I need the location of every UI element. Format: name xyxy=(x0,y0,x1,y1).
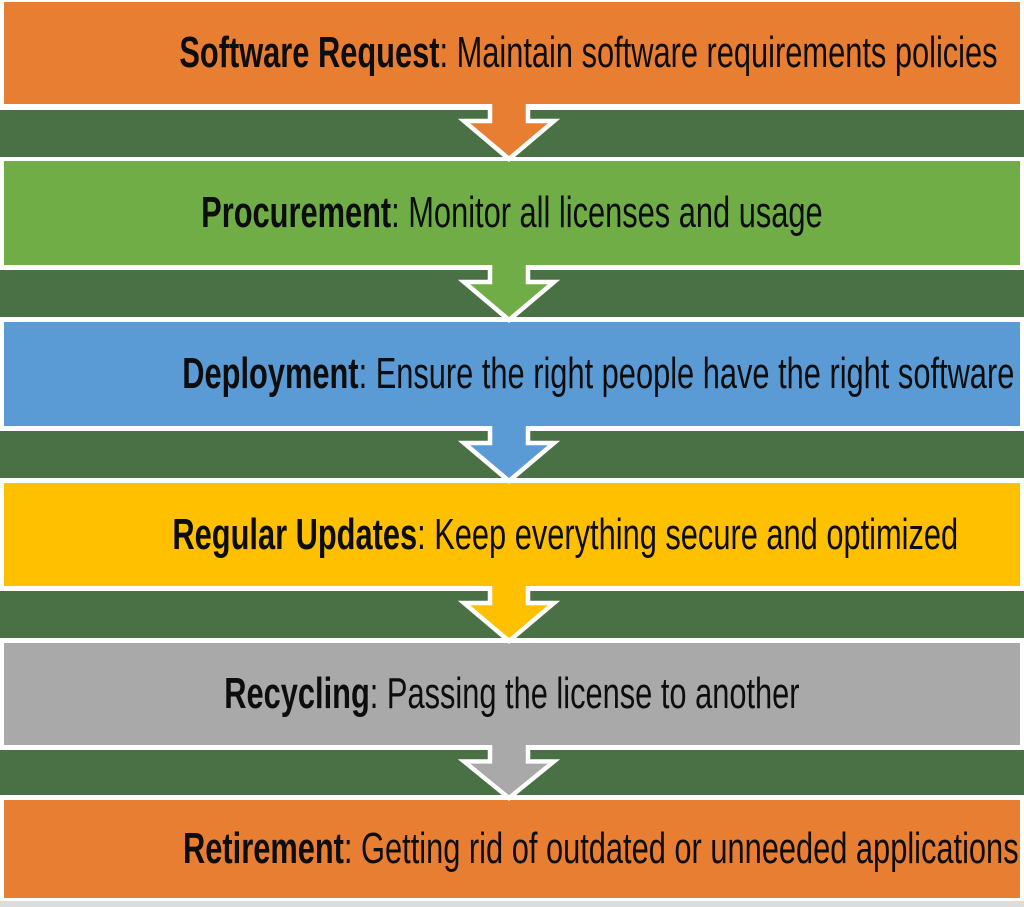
step-description: Passing the license to another xyxy=(386,669,800,718)
step-separator: : xyxy=(369,669,387,718)
step-description: Monitor all licenses and usage xyxy=(408,188,823,237)
step-description: Ensure the right people have the right s… xyxy=(375,349,1015,398)
step-separator: : xyxy=(391,188,409,237)
step-label: Recycling: Passing the license to anothe… xyxy=(4,672,1020,716)
step-bar-regular-updates: Regular Updates: Keep everything secure … xyxy=(4,483,1020,586)
step-label: Procurement: Monitor all licenses and us… xyxy=(4,191,1020,235)
down-arrow-icon-4 xyxy=(457,586,561,644)
step-description: Maintain software requirements policies xyxy=(456,28,998,77)
step-bar-deployment: Deployment: Ensure the right people have… xyxy=(4,322,1020,426)
step-term: Recycling xyxy=(224,669,370,718)
step-label: Retirement: Getting rid of outdated or u… xyxy=(4,827,1020,871)
step-term: Regular Updates xyxy=(172,509,418,559)
step-bar-retirement: Retirement: Getting rid of outdated or u… xyxy=(4,800,1020,898)
bottom-shadow-strip xyxy=(0,901,1024,907)
step-separator: : xyxy=(417,509,435,559)
down-arrow-icon-3 xyxy=(457,426,561,484)
step-label: Deployment: Ensure the right people have… xyxy=(4,352,1020,396)
step-term: Software Request xyxy=(179,28,440,77)
step-term: Retirement xyxy=(183,824,344,873)
step-description: Keep everything secure and optimized xyxy=(434,509,959,559)
step-separator: : xyxy=(343,824,362,873)
step-separator: : xyxy=(439,28,457,77)
step-description: Getting rid of outdated or unneeded appl… xyxy=(361,824,1019,873)
step-separator: : xyxy=(358,349,376,398)
step-bar-procurement: Procurement: Monitor all licenses and us… xyxy=(4,161,1020,265)
step-label: Software Request: Maintain software requ… xyxy=(4,31,1020,75)
step-term: Procurement xyxy=(201,188,392,237)
down-arrow-icon-2 xyxy=(457,265,561,323)
down-arrow-icon-1 xyxy=(457,104,561,162)
step-term: Deployment xyxy=(182,349,359,398)
step-label: Regular Updates: Keep everything secure … xyxy=(4,509,1020,559)
step-bar-recycling: Recycling: Passing the license to anothe… xyxy=(4,643,1020,745)
step-bar-software-request: Software Request: Maintain software requ… xyxy=(4,2,1020,104)
down-arrow-icon-5 xyxy=(457,745,561,801)
